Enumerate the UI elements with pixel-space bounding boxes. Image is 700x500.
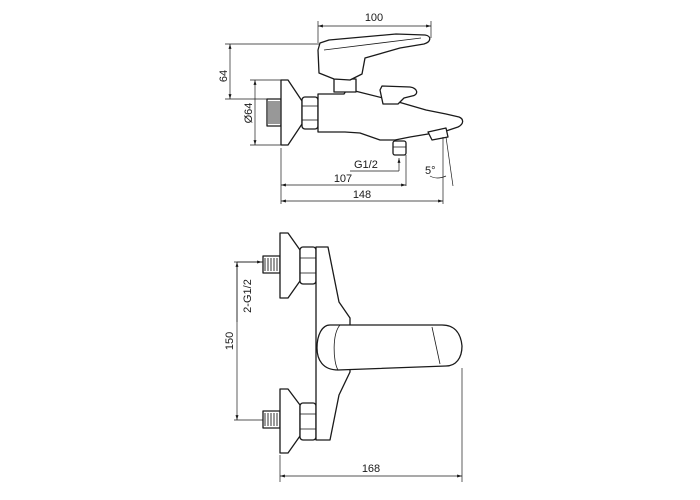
side-view: 100 64 Ø64 G1/2 107 5° 148 [218,12,464,204]
side-diverter-knob [379,85,418,105]
dim-center-distance: 150 [224,332,236,350]
side-nut [301,96,319,130]
front-bottom-rosette [279,388,301,454]
front-top-rosette [279,232,301,299]
front-view: 2-G1/2 150 168 [224,232,463,482]
front-lever [316,324,463,371]
dim-connections: 2-G1/2 [242,279,254,313]
front-top-nut [299,246,317,285]
front-bottom-connector [262,410,281,429]
side-cartridge [333,78,357,93]
side-lever [317,33,431,81]
dim-spout-angle: 5° [425,165,436,177]
side-outlet-connector [392,140,407,156]
dim-thread: G1/2 [354,159,378,171]
dim-overall-length: 148 [353,189,371,201]
dim-height: 64 [218,70,230,82]
front-bottom-nut [299,402,317,441]
dim-front-overall-length: 168 [362,463,380,475]
front-top-connector [262,255,281,274]
side-rosette [280,79,303,146]
dim-outlet-distance: 107 [334,173,352,185]
dim-rosette-diameter: Ø64 [243,103,255,124]
dim-top-width: 100 [365,12,383,24]
side-wall-connector [266,98,282,127]
